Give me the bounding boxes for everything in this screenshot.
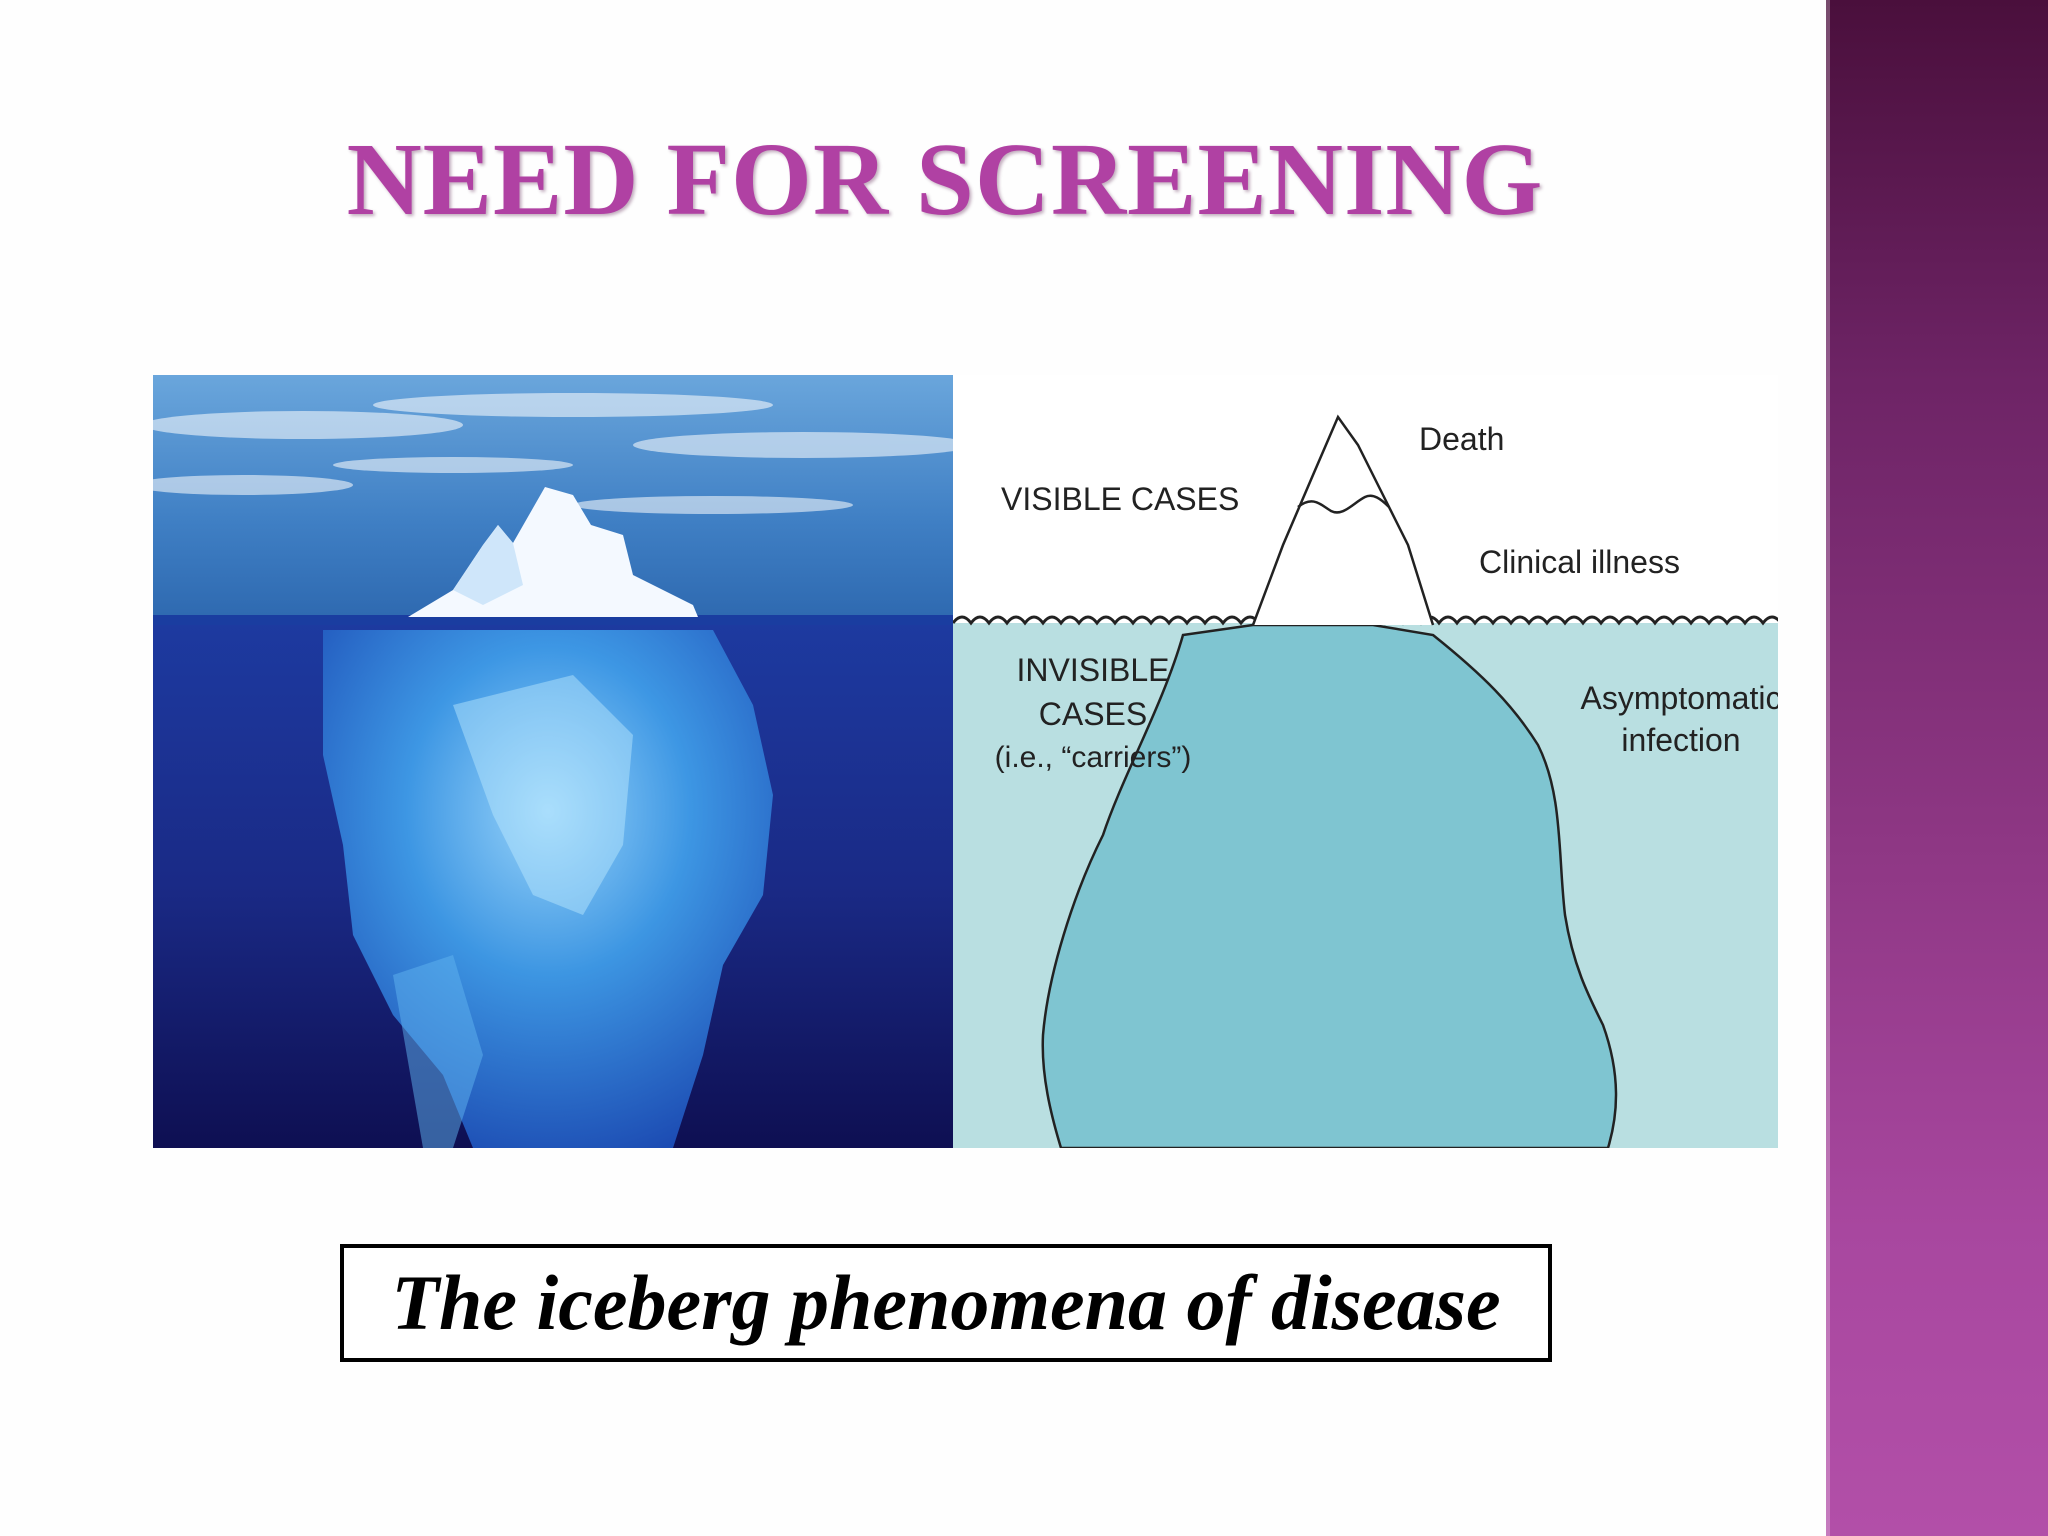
slide-title: NEED FOR SCREENING [346, 122, 1544, 237]
decorative-side-band [1826, 0, 2048, 1536]
death-boundary-line [1297, 494, 1390, 514]
clinical-illness-label: Clinical illness [1479, 544, 1680, 580]
visible-cases-label: VISIBLE CASES [1001, 481, 1239, 517]
iceberg-tip [1251, 414, 1435, 626]
caption-text: The iceberg phenomena of disease [391, 1259, 1501, 1346]
asymptomatic-label-line1: Asymptomatic [1581, 680, 1778, 716]
iceberg-underwater [1041, 623, 1618, 1148]
death-label: Death [1419, 421, 1504, 457]
invisible-cases-label-line1: INVISIBLE [1017, 652, 1170, 688]
iceberg-photo [153, 375, 953, 1148]
iceberg-diagram: VISIBLE CASES Death Clinical illness INV… [953, 375, 1778, 1148]
invisible-cases-label-line3: (i.e., “carriers”) [995, 741, 1192, 774]
invisible-cases-label-line2: CASES [1039, 696, 1147, 732]
caption-box: The iceberg phenomena of disease [340, 1244, 1552, 1362]
asymptomatic-label-line2: infection [1621, 722, 1740, 758]
